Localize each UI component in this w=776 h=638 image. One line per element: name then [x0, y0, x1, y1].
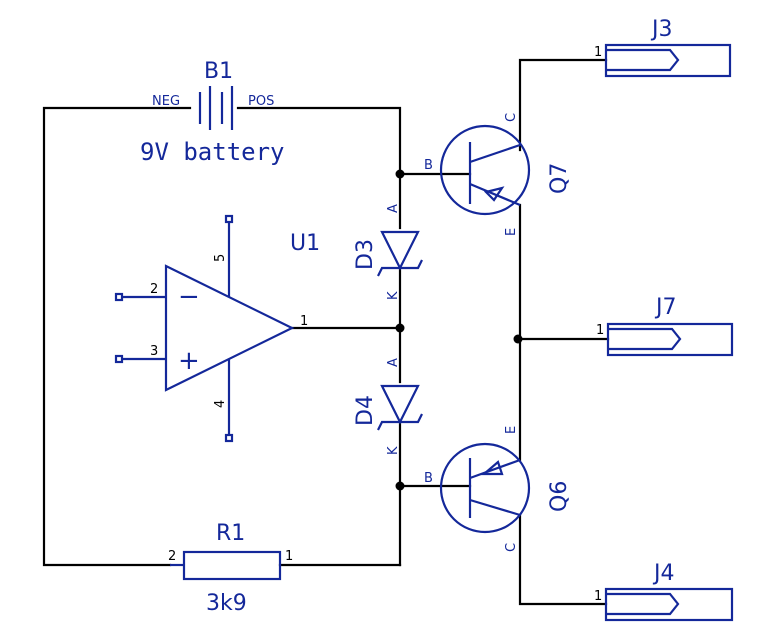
- diode-d3[interactable]: A K D3: [353, 204, 423, 300]
- opamp-pin-number: 3: [150, 344, 158, 359]
- diode-cathode-bar: [377, 259, 423, 277]
- diode-anode-label: A: [386, 358, 401, 367]
- transistor-base-label: B: [424, 158, 433, 173]
- wire-q7-collector-j3: [518, 58, 608, 152]
- connector-pin-number: 1: [594, 45, 602, 60]
- connector-ref: J3: [650, 17, 673, 42]
- pin-terminal: [224, 433, 234, 443]
- connector-arrow: [606, 592, 680, 616]
- transistor-collector-lead: [469, 143, 521, 164]
- connector-arrow: [606, 48, 680, 72]
- diode-cathode-label: K: [386, 446, 401, 455]
- connector-ref: J7: [654, 295, 677, 320]
- transistor-emitter-lead: [469, 182, 521, 207]
- connector-body: [606, 322, 734, 357]
- connector-pin-number: 1: [594, 589, 602, 604]
- connector-j3[interactable]: 1 J3: [594, 17, 732, 78]
- pin-terminal: [114, 292, 124, 302]
- transistor-ref: Q6: [547, 481, 572, 512]
- junction-dot: [395, 481, 405, 491]
- resistor-body: [182, 550, 282, 581]
- battery-value: 9V battery: [140, 138, 285, 166]
- junction-dot: [395, 323, 405, 333]
- resistor-pin-number: 1: [285, 549, 293, 564]
- transistor-base-label: B: [424, 471, 433, 486]
- opamp-pin-number: 1: [300, 314, 308, 329]
- connector-ref: J4: [652, 561, 675, 586]
- battery-ref: B1: [204, 59, 233, 84]
- diode-d4[interactable]: A K D4: [353, 358, 423, 455]
- transistor-body: [439, 124, 531, 216]
- junction-dot: [395, 169, 405, 179]
- diode-ref: D4: [353, 395, 378, 426]
- diode-ref: D3: [353, 239, 378, 270]
- diode-triangle: [380, 384, 420, 425]
- transistor-emitter-arrow: [483, 186, 505, 202]
- connector-arrow: [608, 327, 682, 351]
- opamp-sign-minus: −: [178, 282, 200, 312]
- pin-terminal: [114, 354, 124, 364]
- transistor-q7[interactable]: B C E Q7: [424, 113, 572, 236]
- diode-cathode-bar: [377, 413, 423, 431]
- opamp-u1[interactable]: − + 2 3 1 5 4 U1: [114, 214, 320, 443]
- diode-triangle: [380, 230, 420, 271]
- resistor-r1[interactable]: 2 1 R1 3k9: [168, 521, 293, 616]
- diode-cathode-label: K: [386, 291, 401, 300]
- battery-pin-pos: POS: [248, 94, 274, 109]
- connector-pin-number: 1: [596, 323, 604, 338]
- battery-pin-neg: NEG: [152, 94, 180, 109]
- opamp-pin-number: 5: [213, 254, 228, 262]
- connector-body: [604, 43, 732, 78]
- transistor-body: [439, 442, 531, 534]
- resistor-ref: R1: [216, 521, 245, 546]
- pin-terminal: [224, 214, 234, 224]
- connector-body: [604, 587, 734, 622]
- junction-dot: [513, 334, 523, 344]
- wire-battery-pos: [236, 106, 402, 176]
- wire-battery-neg: [42, 106, 192, 567]
- opamp-sign-plus: +: [178, 346, 200, 376]
- transistor-collector-label: C: [504, 543, 519, 552]
- connector-j4[interactable]: 1 J4: [594, 561, 734, 622]
- opamp-pin-number: 4: [213, 400, 228, 408]
- transistor-emitter-lead: [469, 458, 521, 480]
- connector-j7[interactable]: 1 J7: [596, 295, 734, 357]
- resistor-value: 3k9: [206, 591, 247, 616]
- resistor-pin-number: 2: [168, 549, 176, 564]
- transistor-collector-lead: [469, 498, 521, 517]
- junctions: [395, 169, 523, 491]
- transistor-emitter-label: E: [504, 426, 519, 434]
- battery-b1[interactable]: B1 9V battery NEG POS: [140, 59, 285, 166]
- transistor-ref: Q7: [547, 163, 572, 194]
- transistor-emitter-arrow: [481, 460, 504, 476]
- wires: [42, 58, 610, 606]
- opamp-pin-number: 2: [150, 282, 158, 297]
- opamp-ref: U1: [290, 231, 320, 256]
- transistor-q6[interactable]: B E C Q6: [424, 426, 572, 552]
- transistor-collector-label: C: [504, 113, 519, 122]
- diode-anode-label: A: [386, 204, 401, 213]
- wire-q6-collector-j4: [518, 513, 608, 606]
- transistor-emitter-label: E: [504, 228, 519, 236]
